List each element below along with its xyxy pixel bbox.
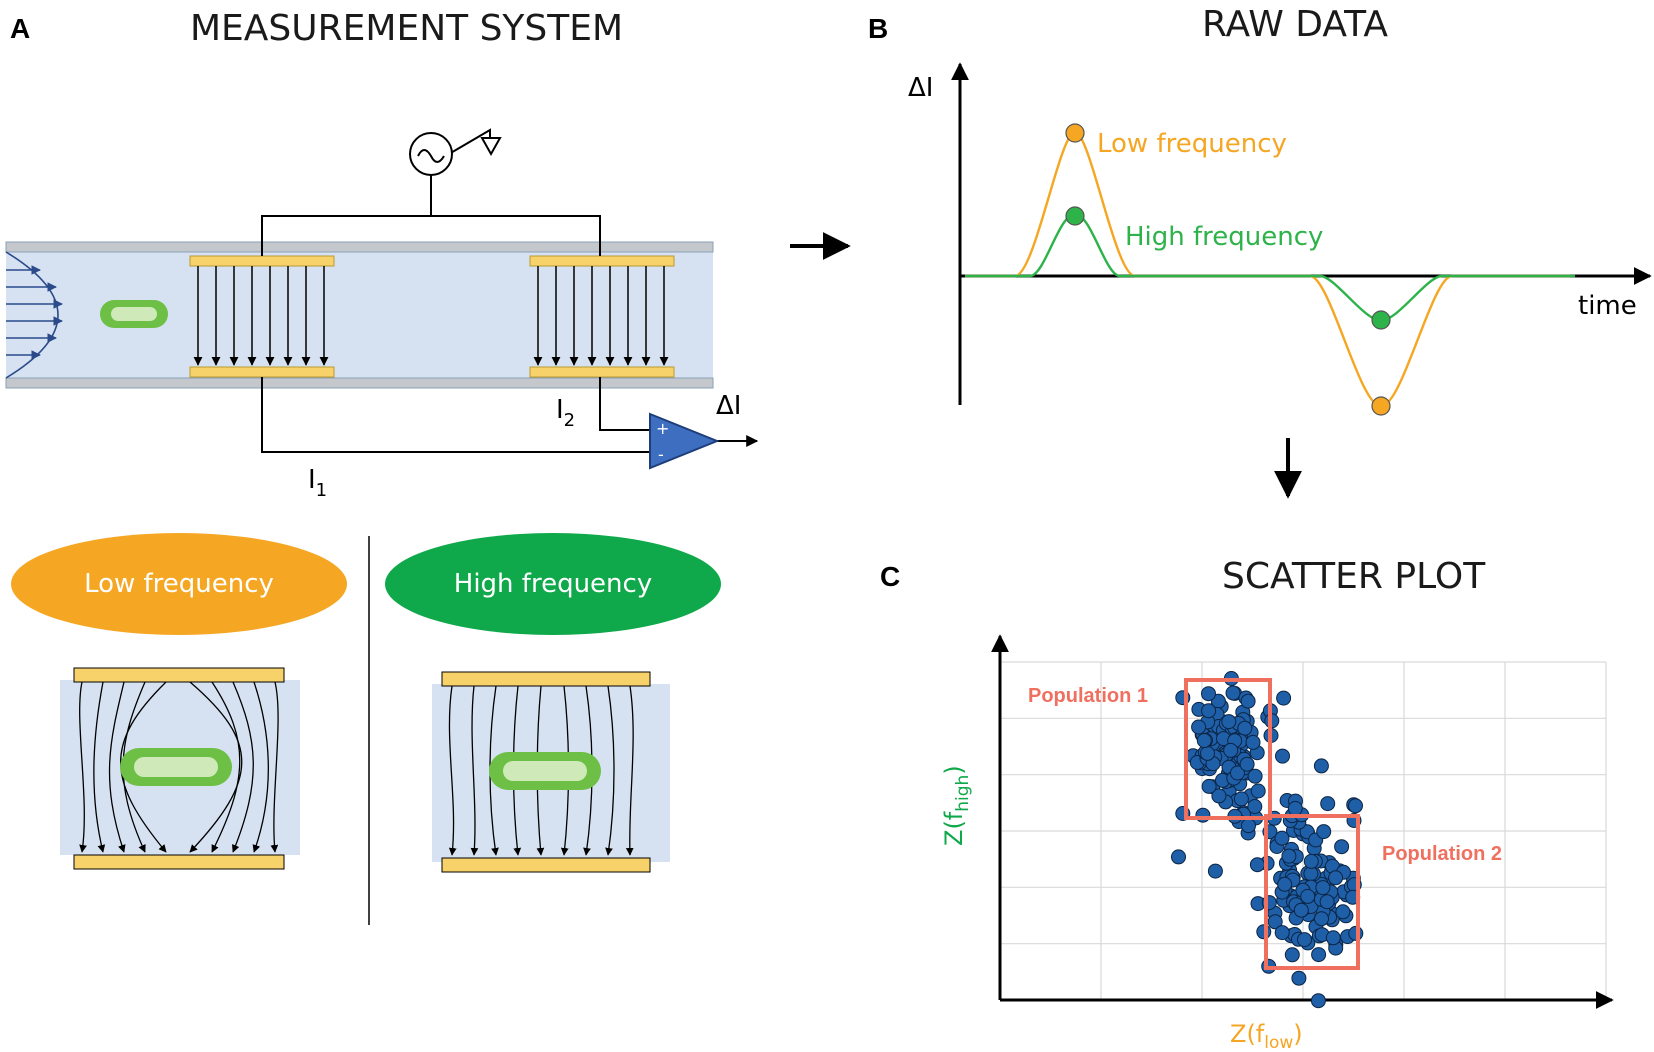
- panel-b-letter: B: [868, 13, 888, 44]
- scatter-point: [1274, 830, 1290, 846]
- scatter-point: [1300, 888, 1316, 904]
- scatter-point: [1196, 733, 1212, 748]
- opamp-icon: [649, 412, 720, 470]
- scatter-point: [1275, 748, 1290, 764]
- scatter-point: [1348, 798, 1363, 814]
- scatter-point: [1195, 807, 1211, 823]
- scatter-point: [1303, 853, 1319, 869]
- low-frequency-field-diagram: [60, 667, 300, 870]
- scatter-point: [1221, 714, 1237, 730]
- population-2-box: [1264, 814, 1360, 970]
- raw-data-peak-markers: [1065, 123, 1391, 416]
- scatter-point: [1334, 839, 1350, 855]
- scatter-point: [1328, 870, 1344, 886]
- opamp-plus: +: [656, 419, 669, 438]
- scatter-point: [1256, 924, 1272, 940]
- population-1-label: Population 1: [1028, 685, 1148, 707]
- raw-data-y-label: ΔI: [908, 73, 933, 103]
- panel-c-title: SCATTER PLOT: [1222, 556, 1486, 597]
- panel-a-title: MEASUREMENT SYSTEM: [190, 8, 623, 49]
- scatter-point: [1319, 894, 1335, 910]
- scatter-point: [1277, 876, 1293, 892]
- scatter-point: [1313, 758, 1329, 774]
- legend-low-frequency: Low frequency: [1097, 129, 1287, 159]
- scatter-point: [1315, 880, 1331, 896]
- scatter-point: [1316, 824, 1332, 840]
- scatter-axes: [991, 634, 1614, 1009]
- i1-label: I1: [308, 465, 327, 501]
- legend-high-frequency: High frequency: [1125, 222, 1323, 252]
- population-1-box: [1184, 678, 1272, 820]
- i2-label: I2: [556, 395, 575, 431]
- low-frequency-trace: [965, 131, 1570, 408]
- scatter-point: [1237, 720, 1253, 736]
- raw-data-traces: [965, 131, 1575, 408]
- scatter-point: [1207, 863, 1223, 879]
- scatter-point: [1284, 947, 1300, 963]
- high-frequency-badge: [385, 533, 721, 635]
- scatter-point: [1245, 734, 1261, 750]
- raw-data-x-label: time: [1578, 291, 1637, 321]
- scatter-point: [1201, 778, 1217, 794]
- ground-icon: [480, 137, 502, 157]
- scatter-point: [1320, 796, 1336, 812]
- low-frequency-badge: [11, 533, 347, 635]
- scatter-point: [1201, 686, 1216, 702]
- scatter-point: [1287, 800, 1303, 816]
- scatter-point: [1297, 932, 1312, 948]
- scatter-point: [1230, 765, 1245, 781]
- scatter-point: [1225, 685, 1241, 701]
- scatter-point: [1249, 857, 1265, 873]
- scatter-point: [1267, 914, 1283, 930]
- scatter-point: [1314, 911, 1329, 927]
- circuit-wires: [261, 128, 759, 453]
- scatter-point: [1233, 791, 1249, 807]
- low-frequency-badge-label: Low frequency: [84, 569, 274, 599]
- population-2-label: Population 2: [1382, 843, 1502, 865]
- scatter-point: [1291, 970, 1307, 986]
- scatter-point: [1241, 818, 1256, 834]
- scatter-point: [1240, 693, 1256, 709]
- opamp-minus: -: [658, 445, 664, 464]
- high-frequency-field-diagram: [432, 671, 670, 873]
- flow-profile-icon: [5, 251, 63, 379]
- output-delta-i-label: ΔI: [716, 391, 741, 421]
- scatter-point: [1250, 783, 1266, 799]
- scatter-point: [1223, 742, 1239, 758]
- scatter-point: [1276, 690, 1292, 706]
- ac-source-icon: [409, 132, 453, 176]
- scatter-point: [1325, 930, 1341, 946]
- scatter-point: [1310, 993, 1326, 1009]
- scatter-point: [1171, 849, 1186, 865]
- scatter-point: [1211, 788, 1227, 804]
- scatter-point: [1247, 799, 1263, 814]
- high-frequency-badge-label: High frequency: [454, 569, 652, 599]
- scatter-x-label: Z(flow): [1230, 1020, 1303, 1052]
- scatter-y-label: Z(fhigh): [940, 765, 973, 846]
- panel-b-title: RAW DATA: [1202, 4, 1388, 45]
- scatter-point: [1293, 902, 1309, 918]
- panel-c-letter: C: [880, 561, 900, 592]
- scatter-point: [1200, 745, 1215, 761]
- high-frequency-trace: [965, 214, 1575, 322]
- electric-field-lines: [193, 266, 669, 366]
- scatter-point: [1281, 848, 1297, 864]
- panel-a-letter: A: [10, 13, 30, 44]
- scatter-point: [1348, 925, 1364, 941]
- scatter-point: [1247, 768, 1263, 784]
- scatter-point: [1274, 925, 1290, 941]
- scatter-point: [1239, 756, 1255, 772]
- scatter-point: [1191, 719, 1207, 735]
- scatter-point: [1201, 703, 1217, 719]
- cell-icon: [100, 300, 168, 328]
- scatter-point: [1311, 947, 1327, 963]
- scatter-point: [1335, 904, 1351, 920]
